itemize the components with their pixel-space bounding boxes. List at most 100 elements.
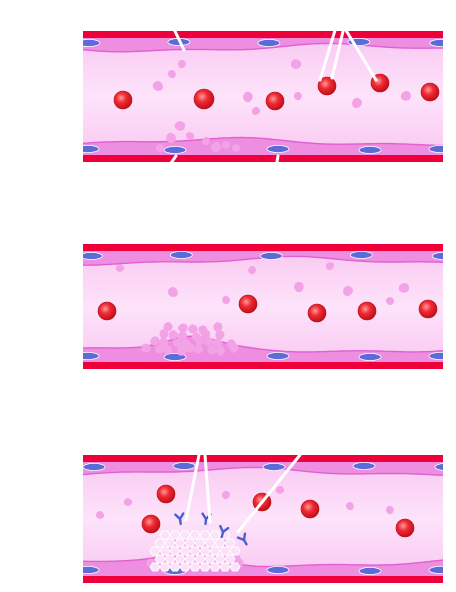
fibrin-cell — [159, 530, 171, 540]
fibrin-cell — [199, 530, 211, 540]
platelet-icon — [154, 344, 165, 354]
antibody-icon — [174, 512, 185, 526]
fibrin-cell — [189, 530, 201, 540]
platelet-icon — [150, 336, 160, 346]
endothelial-nucleus-icon — [83, 145, 100, 153]
fibrin-cell — [209, 530, 221, 540]
endothelial-nucleus-icon — [358, 352, 382, 361]
endothelial-nucleus-icon — [83, 352, 100, 360]
antibody-icon — [236, 532, 248, 546]
platelet-icon — [163, 322, 173, 332]
leader-line — [274, 154, 280, 170]
fibrin-cell — [179, 562, 191, 572]
platelet-icon — [204, 337, 214, 347]
antibody-icon — [219, 524, 230, 539]
platelet-icon — [188, 324, 198, 334]
platelet-icon — [248, 265, 256, 275]
platelet-icon — [294, 91, 302, 101]
fibrin-cell — [214, 554, 226, 564]
endothelial-nucleus-icon — [169, 250, 193, 259]
platelet-icon — [400, 91, 412, 101]
red-blood-cell-icon — [300, 499, 320, 519]
fibrin-cell — [169, 546, 181, 556]
platelet-icon — [294, 282, 304, 293]
fibrin-cell — [149, 562, 161, 572]
red-blood-cell-icon — [193, 88, 215, 110]
leader-line — [318, 25, 338, 82]
endothelial-nucleus-icon — [352, 461, 376, 470]
fibrin-cell — [194, 554, 206, 564]
fibrin-cell — [149, 546, 161, 556]
fibrin-cell — [224, 538, 236, 548]
red-blood-cell-icon — [265, 91, 285, 111]
leader-line — [330, 25, 346, 80]
platelet-icon — [141, 343, 151, 353]
fibrin-cell — [194, 538, 206, 548]
vessel-panel-platelet-plug — [83, 244, 443, 369]
fibrin-cell — [159, 546, 171, 556]
platelet-icon — [275, 485, 285, 494]
platelet-icon — [231, 144, 241, 152]
red-blood-cell-icon — [418, 299, 438, 319]
platelet-icon — [215, 330, 225, 340]
red-blood-cell-icon — [357, 301, 377, 321]
vessel-wall-top — [83, 455, 443, 462]
platelet-icon — [181, 339, 191, 349]
platelet-icon — [243, 91, 253, 103]
endothelial-nucleus-icon — [83, 463, 106, 471]
fibrin-cell — [169, 562, 181, 572]
fibrin-cell — [164, 538, 176, 548]
fibrin-cell — [214, 538, 226, 548]
endothelial-nucleus-icon — [434, 463, 443, 471]
endothelial-nucleus-icon — [358, 567, 382, 576]
platelet-icon — [168, 69, 176, 79]
platelet-icon — [346, 502, 354, 511]
leader-line — [171, 25, 186, 52]
platelet-icon — [211, 142, 221, 153]
platelet-icon — [191, 332, 202, 342]
red-blood-cell-icon — [97, 301, 117, 321]
endothelial-nucleus-icon — [266, 351, 290, 360]
vessel-wall-bottom — [83, 362, 443, 369]
platelet-icon — [159, 329, 169, 339]
vessel-wall-top — [83, 244, 443, 251]
platelet-icon — [115, 264, 125, 272]
platelet-icon — [168, 330, 178, 340]
platelet-icon — [177, 346, 186, 356]
endothelial-nucleus-icon — [83, 39, 101, 47]
platelet-icon — [385, 297, 395, 305]
platelet-icon — [213, 322, 223, 332]
platelet-icon — [226, 339, 236, 349]
fibrin-cell — [164, 554, 176, 564]
red-blood-cell-icon — [156, 484, 176, 504]
platelet-icon — [212, 338, 223, 348]
red-blood-cell-icon — [317, 76, 337, 96]
platelet-icon — [252, 106, 261, 115]
vessel-wall-top — [83, 31, 443, 38]
fibrin-cell — [189, 562, 201, 572]
fibrin-cell — [154, 554, 166, 564]
platelet-icon — [198, 325, 208, 335]
fibrin-cell — [219, 546, 231, 556]
lower-endothelium-edge — [83, 136, 443, 147]
platelet-icon — [123, 498, 133, 506]
leader-line — [236, 453, 302, 534]
platelet-icon — [352, 97, 362, 108]
platelet-icon — [186, 132, 195, 140]
endothelial-nucleus-icon — [266, 144, 290, 153]
fibrin-cell — [224, 554, 236, 564]
fibrin-cell — [159, 562, 171, 572]
fibrin-cell — [229, 562, 241, 572]
fibrin-cell — [174, 538, 186, 548]
fibrin-cell — [184, 554, 196, 564]
platelet-icon — [326, 262, 335, 270]
fibrin-cell — [204, 554, 216, 564]
platelet-icon — [343, 285, 353, 297]
platelet-icon — [163, 345, 173, 355]
red-blood-cell-icon — [420, 82, 440, 102]
endothelial-nucleus-icon — [349, 250, 373, 259]
leader-lines — [164, 25, 378, 534]
fibrin-cell — [204, 538, 216, 548]
platelet-icon — [221, 141, 231, 149]
